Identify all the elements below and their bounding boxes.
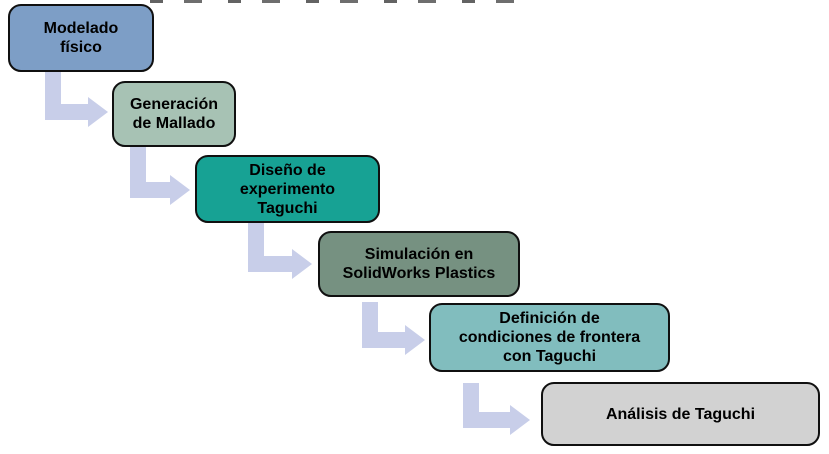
step-label-line: condiciones de frontera [458,329,641,346]
step-box-generacion-de-mallado: Generación de Mallado [112,81,236,147]
elbow-arrow-5 [463,383,530,435]
step-label-line: Diseño de [249,161,326,179]
elbow-arrow-3 [248,222,312,279]
step-label-line: SolidWorks Plastics [342,265,496,282]
step-label-line: de Mallado [132,115,216,132]
step-box-definicion-condiciones-frontera: Definición de condiciones de frontera co… [429,303,670,372]
step-box-analisis-de-taguchi: Análisis de Taguchi [541,382,820,446]
step-label-line: Modelado [43,20,119,37]
step-label-line: Taguchi [257,199,318,217]
step-label-line: Simulación en [364,246,474,263]
elbow-arrow-2 [130,146,190,205]
step-label-line: físico [60,39,102,56]
step-box-modelado-fisico: Modelado físico [8,4,154,72]
step-label-line: Definición de [499,310,600,327]
cropped-text-artifact [150,0,535,3]
step-label-line: Análisis de Taguchi [605,405,756,423]
step-label-line: Generación [129,96,219,113]
elbow-arrow-1 [45,71,108,127]
step-box-simulacion-solidworks-plastics: Simulación en SolidWorks Plastics [318,231,520,297]
step-label-line: experimento [239,180,336,198]
step-box-diseno-de-experimento-taguchi: Diseño de experimento Taguchi [195,155,380,223]
step-label-line: con Taguchi [502,348,597,365]
elbow-arrow-4 [362,302,425,355]
